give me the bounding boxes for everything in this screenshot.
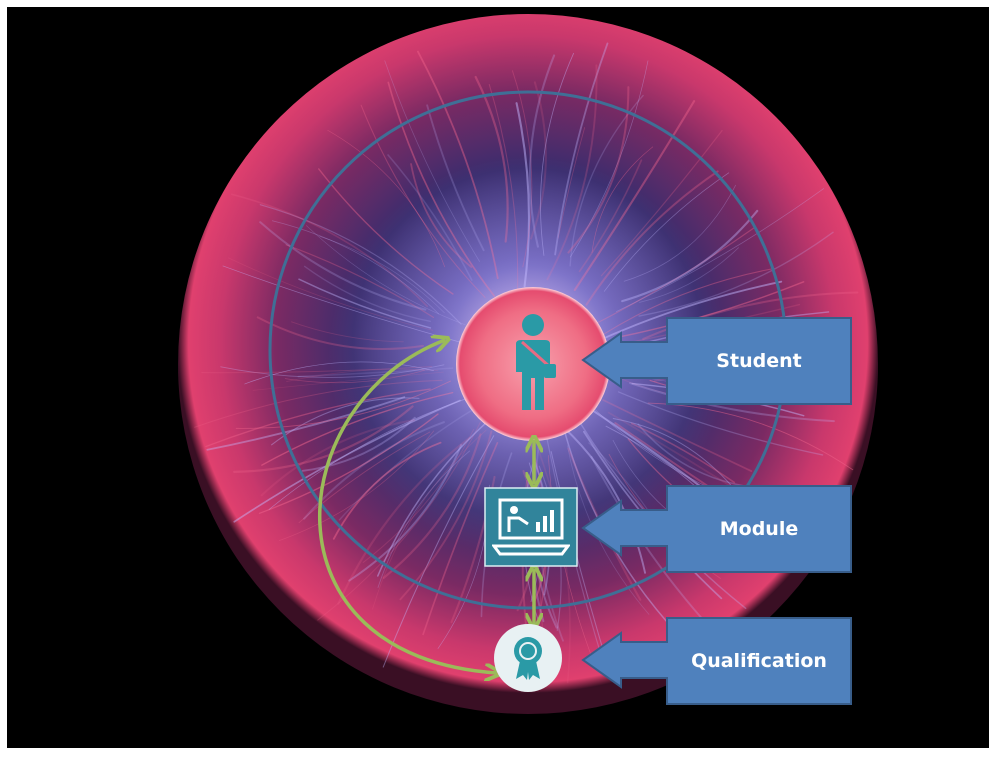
laptop-lecture-icon (491, 496, 571, 558)
student-callout: Student (567, 317, 852, 405)
student-label: Student (716, 350, 802, 372)
award-ribbon-icon (510, 635, 546, 681)
module-callout: Module (567, 485, 852, 573)
qualification-label: Qualification (691, 650, 827, 672)
diagram-canvas: Student Module Qualification (7, 7, 989, 748)
student-icon (506, 312, 560, 412)
qualification-callout: Qualification (567, 617, 852, 705)
student-qualification-arrow (318, 340, 497, 673)
module-label: Module (719, 518, 799, 540)
